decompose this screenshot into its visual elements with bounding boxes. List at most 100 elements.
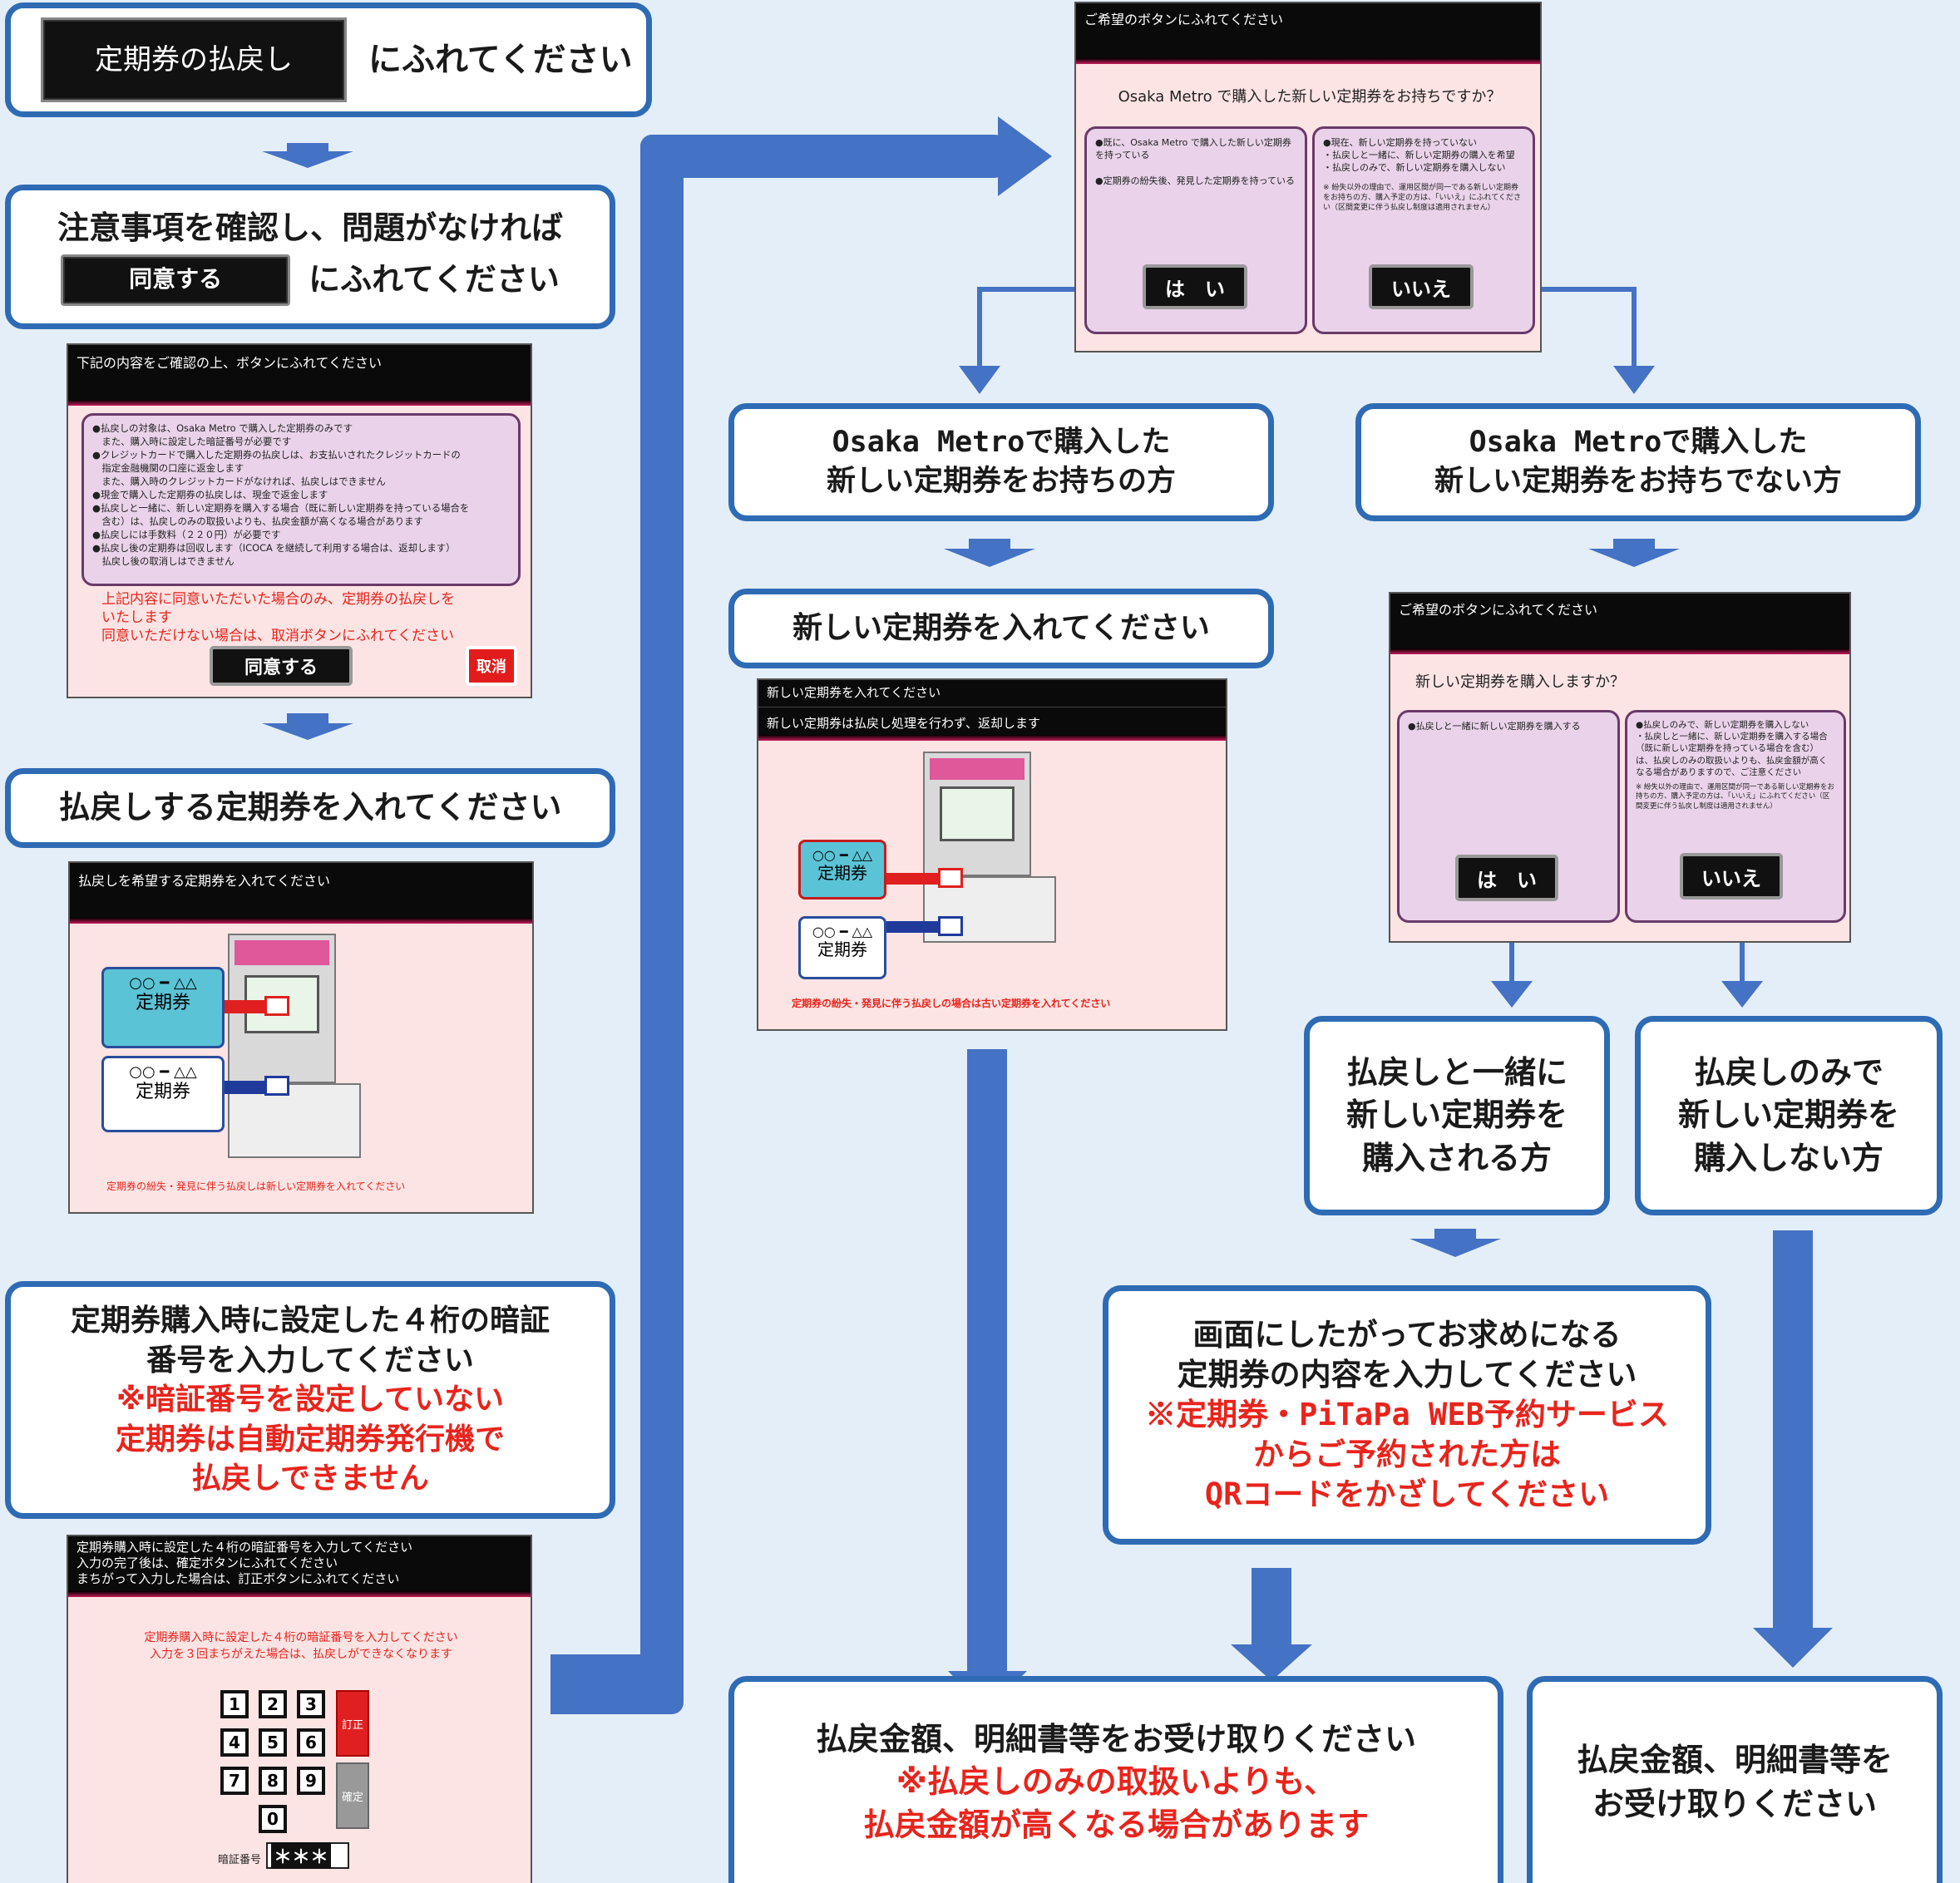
screen-cancel-button[interactable]: 取消 [466, 646, 517, 686]
step4-line2: 番号を入力してください [146, 1343, 474, 1378]
header-line: まちがって入力した場合は、訂正ボタンにふれてください [77, 1570, 400, 1586]
elbow-bottom [550, 1654, 657, 1714]
step4-box: 定期券購入時に設定した４桁の暗証 番号を入力してください ※暗証番号を設定してい… [5, 1281, 615, 1519]
keypad-0[interactable]: 0 [259, 1805, 287, 1833]
input-shaft [1252, 1568, 1291, 1644]
insert-new-text: 新しい定期券を入れてください [792, 610, 1210, 645]
screen-newticket: 新しい定期券を入れてください 新しい定期券は払戻し処理を行わず、返却します ○○… [757, 678, 1227, 1031]
keypad-7[interactable]: 7 [220, 1767, 249, 1795]
step2-text: にふれてください [309, 260, 560, 298]
branch-yes-box: Osaka Metroで購入した 新しい定期券をお持ちの方 [728, 403, 1274, 521]
confirm-button[interactable]: 確定 [336, 1762, 369, 1829]
final-line: 払戻金額、明細書等を [1576, 1741, 1893, 1778]
ticket-label: 定期券 [135, 992, 190, 1013]
branch-yes-head [959, 366, 1000, 394]
input-line: 画面にしたがってお求めになる [1192, 1316, 1622, 1353]
msg-line: 定期券購入時に設定した４桁の暗証番号を入力してください [144, 1631, 458, 1644]
confirm-note: 上記内容に同意いただいた場合のみ、定期券の払戻しを いたします 同意いただけない… [101, 590, 517, 645]
screen-subheader: 新しい定期券は払戻し処理を行わず、返却します [758, 707, 1226, 735]
screen-header: 定期券購入時に設定した４桁の暗証番号を入力してください 入力の完了後は、確定ボタ… [68, 1536, 531, 1591]
notice-line: 払戻し後の取消しはできません [92, 555, 235, 567]
header-line: 定期券購入時に設定した４桁の暗証番号を入力してください [77, 1540, 413, 1555]
screen-question-text: 新しい定期券を購入しますか？ [1415, 673, 1625, 691]
final-left-box: 払戻金額、明細書等をお受け取りください ※払戻しのみの取扱いよりも、 払戻金額が… [728, 1676, 1503, 1883]
notice-line: また、購入時に設定した暗証番号が必要です [92, 435, 292, 447]
notice-line: ●払戻しの対象は、Osaka Metro で購入した定期券のみです [92, 422, 353, 434]
no-button[interactable]: いいえ [1680, 853, 1783, 900]
keypad-6[interactable]: 6 [297, 1728, 325, 1757]
keypad-2[interactable]: 2 [259, 1690, 287, 1718]
yes-button[interactable]: は い [1143, 264, 1247, 309]
ticket-old: ○○ ━ △△ 定期券 [101, 1056, 225, 1132]
branch-no-line: Osaka Metroで購入した [1469, 425, 1808, 459]
panel-note: ※ 紛失以外の理由で、運用区間が同一である新しい定期券をお持ちの方、購入予定の方… [1636, 782, 1834, 811]
slot-icon [264, 1076, 289, 1096]
input-details-box: 画面にしたがってお求めになる 定期券の内容を入力してください ※定期券・PiTa… [1103, 1285, 1711, 1545]
buy-yes-head [1491, 981, 1533, 1008]
slot-icon [938, 916, 963, 936]
notice-line: ●払戻しと一緒に、新しい定期券を購入する場合（既に新しい定期券を持っている場合を [92, 501, 470, 514]
screen-header: 下記の内容をご確認の上、ボタンにふれてください [68, 345, 531, 400]
branch-yes-line: Osaka Metroで購入した [832, 425, 1171, 459]
right-head [1753, 1628, 1833, 1668]
keypad-4[interactable]: 4 [220, 1728, 249, 1757]
pin-field[interactable]: ＊＊＊ [266, 1842, 349, 1869]
notice-line: ●クレジットカードで購入した定期券の払戻しは、お支払いされたクレジットカードの [92, 448, 461, 461]
agree-button[interactable]: 同意する [61, 254, 291, 306]
keypad-1[interactable]: 1 [220, 1690, 249, 1718]
screen-agree-button[interactable]: 同意する [210, 646, 353, 686]
arrow-down-1 [262, 143, 353, 168]
pin-message: 定期券購入時に設定した４桁の暗証番号を入力してください 入力を３回まちがえた場合… [68, 1629, 531, 1664]
input-warning: QRコードをかざしてください [1204, 1476, 1610, 1513]
input-warning: ※定期券・PiTaPa WEB予約サービス [1145, 1396, 1669, 1432]
keypad-3[interactable]: 3 [297, 1690, 325, 1718]
step4-warning: 定期券は自動定期券発行機で [115, 1422, 505, 1457]
input-head [1231, 1644, 1312, 1681]
keypad-5[interactable]: 5 [259, 1728, 287, 1757]
keypad-8[interactable]: 8 [259, 1767, 287, 1795]
notice-line: ●払戻しには手数料（２２０円）が必要です [92, 528, 281, 540]
buy-without-box: 払戻しのみで 新しい定期券を 購入しない方 [1635, 1016, 1943, 1215]
step2-box: 注意事項を確認し、問題がなければ 同意する にふれてください [5, 185, 615, 329]
header-line: 入力の完了後は、確定ボタンにふれてください [77, 1555, 338, 1570]
panel-line: ●定期券の紛失後、発見した定期券を持っている [1095, 175, 1296, 186]
panel-line: ●現在、新しい定期券を持っていない [1323, 137, 1478, 148]
final-right-box: 払戻金額、明細書等を お受け取りください [1527, 1676, 1943, 1883]
step4-line1: 定期券購入時に設定した４桁の暗証 [70, 1304, 550, 1338]
arrow-down-yes [944, 539, 1035, 567]
ticket-new: ○○ ━ △△ 定期券 [798, 840, 886, 900]
insert-new-box: 新しい定期券を入れてください [728, 589, 1274, 668]
panel-note: ※ 紛失以外の理由で、運用区間が同一である新しい定期券をお持ちの方、購入予定の方… [1323, 183, 1521, 212]
panel-line: ●払戻しと一緒に新しい定期券を購入する [1408, 721, 1581, 732]
screen-question: ご希望のボタンにふれてください Osaka Metro で購入した新しい定期券を… [1074, 2, 1542, 352]
step1-box: 定期券の払戻し にふれてください [5, 2, 652, 117]
notice-line: 指定金融機関の口座に返金します [92, 461, 244, 474]
notice-line: ●現金で購入した定期券の払戻しは、現金で返金します [92, 488, 328, 500]
buy-without-line: 払戻しのみで [1693, 1054, 1883, 1092]
step2-line1: 注意事項を確認し、問題がなければ [57, 209, 563, 247]
screen-buy: ご希望のボタンにふれてください 新しい定期券を購入しますか？ ●払戻しと一緒に新… [1389, 592, 1851, 943]
panel-line: ・払戻しと一緒に、新しい定期券を購入する場合（既に新しい定期券を持っている場合を… [1636, 732, 1828, 777]
no-button[interactable]: いいえ [1369, 264, 1474, 309]
keypad-9[interactable]: 9 [297, 1767, 325, 1795]
panel-line: ・払戻しのみで、新しい定期券を購入しない [1323, 161, 1506, 173]
yes-button[interactable]: は い [1455, 855, 1558, 901]
note-line: 同意いただけない場合は、取消ボタンにふれてください [101, 628, 454, 645]
ticket-route: ○○ ━ △△ [129, 974, 197, 992]
screen-confirm: 下記の内容をご確認の上、ボタンにふれてください ●払戻しの対象は、Osaka M… [67, 343, 532, 698]
ticket-new: ○○ ━ △△ 定期券 [101, 967, 225, 1048]
final-warning: ※払戻しのみの取扱いよりも、 [896, 1763, 1336, 1801]
step4-warning: 払戻しできません [191, 1462, 429, 1496]
red-arrow-icon [225, 1000, 264, 1013]
input-line: 定期券の内容を入力してください [1177, 1356, 1637, 1393]
notice-line: ●払戻し後の定期券は回収します（ICOCA を継続して利用する場合は、返却します… [92, 541, 456, 554]
refund-button[interactable]: 定期券の払戻し [41, 17, 347, 102]
ticket-label: 定期券 [817, 939, 867, 960]
correct-button[interactable]: 訂正 [336, 1690, 369, 1757]
notice-line: 含む）は、払戻しのみの取扱いよりも、払戻金額が高くなる場合があります [92, 515, 423, 527]
arrow-right-top [998, 116, 1052, 196]
step3-text: 払戻しする定期券を入れてください [58, 789, 562, 826]
branch-no-box: Osaka Metroで購入した 新しい定期券をお持ちでない方 [1355, 403, 1921, 521]
screen-pin: 定期券購入時に設定した４桁の暗証番号を入力してください 入力の完了後は、確定ボタ… [67, 1535, 532, 1883]
panel-line: ・払戻しと一緒に、新しい定期券の購入を希望 [1323, 149, 1515, 160]
